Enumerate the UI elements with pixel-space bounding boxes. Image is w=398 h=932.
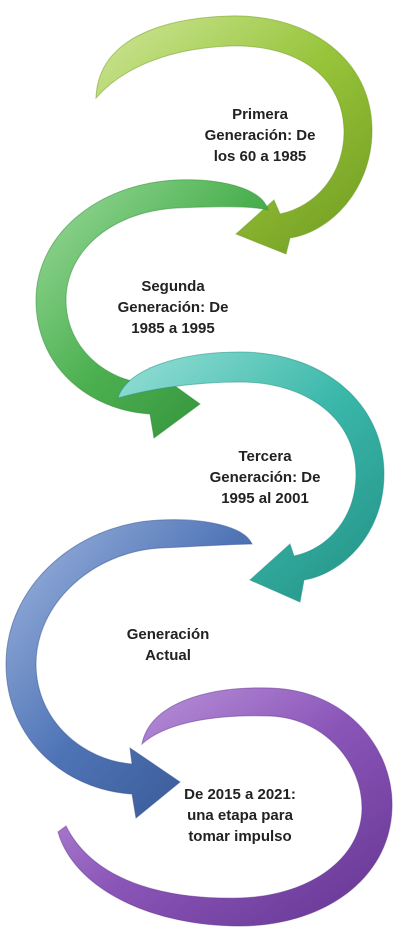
stage-arrow-2 (35, 179, 269, 439)
curved-arrow-icon (35, 179, 269, 439)
stage-label-2015-2021: De 2015 a 2021: una etapa para tomar imp… (184, 786, 296, 845)
curved-arrow-icon (5, 519, 253, 819)
curved-arrow-icon (117, 351, 385, 603)
curved-arrow-icon (57, 687, 393, 927)
stage-label-generacion-actual: Generación Actual (126, 626, 210, 664)
stage-arrow-3 (117, 351, 385, 603)
stage-arrow-4 (5, 519, 253, 819)
curved-arrow-icon (95, 15, 373, 255)
stage-label-primera-generacion: Primera Generación: De los 60 a 1985 (204, 106, 316, 165)
stage-arrow-5 (57, 687, 393, 927)
stage-label-segunda-generacion: Segunda Generación: De 1985 a 1995 (117, 278, 229, 337)
stage-arrow-1 (95, 15, 373, 255)
stage-label-tercera-generacion: Tercera Generación: De 1995 al 2001 (209, 448, 321, 507)
